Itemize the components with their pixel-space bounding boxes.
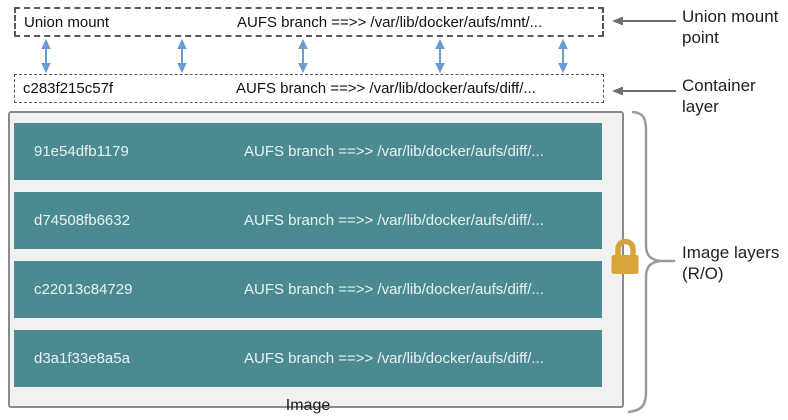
double-arrow-icon — [558, 38, 568, 74]
double-arrow-icon — [177, 38, 187, 74]
container-layer-box: c283f215c57f AUFS branch ==>> /var/lib/d… — [14, 74, 604, 103]
container-layer-id: c283f215c57f — [23, 80, 114, 97]
image-layers-brace — [627, 110, 676, 414]
image-layer-row: c22013c84729 AUFS branch ==>> /var/lib/d… — [14, 261, 602, 318]
layer-id: d74508fb6632 — [34, 212, 130, 229]
container-layer-pointer-arrow — [612, 86, 676, 96]
layer-branch-path: AUFS branch ==>> /var/lib/docker/aufs/di… — [244, 143, 544, 160]
container-layer-label: Container layer — [682, 76, 756, 116]
layer-branch-path: AUFS branch ==>> /var/lib/docker/aufs/di… — [244, 350, 544, 367]
layer-id: 91e54dfb1179 — [34, 143, 129, 160]
union-mount-pointer-arrow — [612, 16, 676, 26]
double-arrow-icon — [298, 38, 308, 74]
layer-id: c22013c84729 — [34, 281, 133, 298]
union-mount-branch-path: AUFS branch ==>> /var/lib/docker/aufs/mn… — [237, 13, 543, 31]
layer-branch-path: AUFS branch ==>> /var/lib/docker/aufs/di… — [244, 212, 544, 229]
double-arrow-icon — [41, 38, 51, 74]
image-layer-row: 91e54dfb1179 AUFS branch ==>> /var/lib/d… — [14, 123, 602, 180]
image-caption: Image — [285, 397, 331, 414]
image-layer-row: d74508fb6632 AUFS branch ==>> /var/lib/d… — [14, 192, 602, 249]
layer-branch-path: AUFS branch ==>> /var/lib/docker/aufs/di… — [244, 281, 544, 298]
image-box: 91e54dfb1179 AUFS branch ==>> /var/lib/d… — [8, 111, 624, 414]
union-mount-box: Union mount AUFS branch ==>> /var/lib/do… — [14, 7, 604, 37]
double-arrow-icon — [435, 38, 445, 74]
container-layer-branch-path: AUFS branch ==>> /var/lib/docker/aufs/di… — [236, 80, 536, 97]
union-mount-label: Union mount — [24, 13, 110, 31]
union-mount-point-label: Union mount point — [682, 7, 779, 47]
image-layers-label: Image layers (R/O) — [682, 243, 780, 283]
union-link-arrows — [41, 38, 568, 74]
lock-icon — [611, 238, 639, 274]
image-layer-row: d3a1f33e8a5a AUFS branch ==>> /var/lib/d… — [14, 330, 602, 387]
layer-id: d3a1f33e8a5a — [34, 350, 130, 367]
